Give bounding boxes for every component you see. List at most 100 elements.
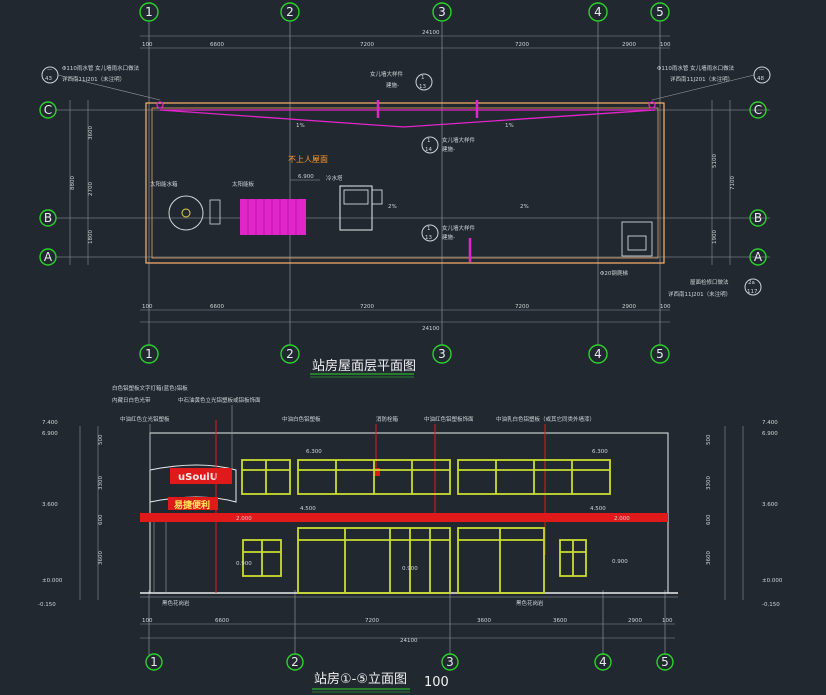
svg-text:117: 117 <box>747 289 758 295</box>
svg-text:5: 5 <box>661 655 669 669</box>
svg-text:3.600: 3.600 <box>42 502 58 508</box>
svg-text:500: 500 <box>98 434 104 445</box>
svg-text:6.300: 6.300 <box>306 449 322 455</box>
svg-text:43: 43 <box>45 76 52 82</box>
svg-text:13: 13 <box>425 235 432 241</box>
svg-text:6600: 6600 <box>215 618 229 624</box>
svg-text:0.900: 0.900 <box>402 566 418 572</box>
svg-text:A: A <box>44 250 53 264</box>
windows-lower <box>242 527 587 594</box>
plan-axis-bottom: 1 2 3 4 5 <box>139 344 670 364</box>
svg-text:6.900: 6.900 <box>762 431 778 437</box>
svg-text:冷水塔: 冷水塔 <box>326 174 343 182</box>
plan-dims-bottom: 100 6600 7200 7200 2900 100 24100 <box>140 304 671 332</box>
svg-text:100: 100 <box>660 304 671 310</box>
svg-text:太阳能水箱: 太阳能水箱 <box>150 180 178 188</box>
svg-text:Φ110雨水管 女儿墙雨水口做法: Φ110雨水管 女儿墙雨水口做法 <box>62 64 140 72</box>
svg-text:100: 100 <box>142 618 153 624</box>
svg-text:太阳能板: 太阳能板 <box>232 180 255 188</box>
svg-text:600: 600 <box>98 514 104 525</box>
svg-text:1%: 1% <box>505 123 514 129</box>
svg-text:-0.150: -0.150 <box>762 602 780 608</box>
elevation-notes: 白色铝塑板文字灯箱(蓝色)铝板 内藏日白色光带 中油红色立光铝塑板 中石油黄色立… <box>112 384 595 607</box>
svg-text:7100: 7100 <box>730 176 736 190</box>
elevation-axis: 1 2 3 4 5 <box>145 653 674 671</box>
svg-text:2.000: 2.000 <box>614 516 630 522</box>
svg-text:4.500: 4.500 <box>590 506 606 512</box>
svg-text:不上人屋面: 不上人屋面 <box>288 155 328 164</box>
svg-text:建施-: 建施- <box>442 233 455 241</box>
svg-text:24100: 24100 <box>422 326 440 332</box>
svg-text:100: 100 <box>424 675 449 690</box>
svg-text:中油红色铝塑板饰面: 中油红色铝塑板饰面 <box>424 415 474 423</box>
svg-text:白色铝塑板文字灯箱(蓝色)铝板: 白色铝塑板文字灯箱(蓝色)铝板 <box>112 384 188 392</box>
svg-text:C: C <box>754 103 762 117</box>
svg-text:4: 4 <box>599 655 607 669</box>
axis-label: 1 <box>145 5 153 19</box>
svg-text:1800: 1800 <box>88 230 94 244</box>
svg-text:24100: 24100 <box>400 638 418 644</box>
svg-text:女儿墙大样件: 女儿墙大样件 <box>442 136 476 144</box>
svg-text:100: 100 <box>142 304 153 310</box>
svg-text:2a: 2a <box>748 280 755 286</box>
svg-text:易捷便利: 易捷便利 <box>174 499 210 511</box>
svg-text:2900: 2900 <box>628 618 642 624</box>
svg-text:7200: 7200 <box>365 618 379 624</box>
svg-text:6.300: 6.300 <box>592 449 608 455</box>
svg-text:7200: 7200 <box>360 304 374 310</box>
svg-text:黑色花岗岩: 黑色花岗岩 <box>516 599 544 607</box>
svg-text:站房屋面层平面图: 站房屋面层平面图 <box>312 358 416 374</box>
svg-text:4.500: 4.500 <box>300 506 316 512</box>
svg-text:3600: 3600 <box>477 618 491 624</box>
svg-text:建施-: 建施- <box>386 81 399 89</box>
svg-text:1: 1 <box>427 138 431 144</box>
svg-text:3300: 3300 <box>706 476 712 490</box>
svg-text:7.400: 7.400 <box>42 420 58 426</box>
plan-dims-sides: 3600 2700 1800 8800 5100 7100 1900 <box>69 100 736 265</box>
svg-text:600: 600 <box>706 514 712 525</box>
svg-text:14: 14 <box>425 147 432 153</box>
svg-text:24100: 24100 <box>422 30 440 36</box>
axis-label: 5 <box>656 347 664 361</box>
svg-text:0.900: 0.900 <box>236 561 252 567</box>
svg-text:Φ110雨水管 女儿墙雨水口做法: Φ110雨水管 女儿墙雨水口做法 <box>657 64 735 72</box>
svg-text:3600: 3600 <box>88 126 94 140</box>
windows-upper <box>241 459 611 495</box>
svg-text:消防栓箱: 消防栓箱 <box>376 415 399 423</box>
plan-callouts: — 43 Φ110雨水管 女儿墙雨水口做法 详西南11J201（未注明） — 4… <box>41 64 771 298</box>
svg-text:B: B <box>754 211 762 225</box>
svg-text:详西南11J201（未注明）: 详西南11J201（未注明） <box>668 290 731 298</box>
svg-text:2900: 2900 <box>622 42 636 48</box>
svg-text:3600: 3600 <box>98 551 104 565</box>
plan-dims-top: 24100 100 6600 7200 7200 2900 100 <box>140 30 671 49</box>
svg-text:Φ20钢爬梯: Φ20钢爬梯 <box>600 269 628 277</box>
svg-text:中石油黄色立光铝塑板或铝板饰面: 中石油黄色立光铝塑板或铝板饰面 <box>178 396 261 404</box>
svg-text:黑色花岗岩: 黑色花岗岩 <box>162 599 190 607</box>
svg-text:6.900: 6.900 <box>42 431 58 437</box>
building-elevation: uSoulU 易捷便利 <box>140 420 678 598</box>
svg-text:500: 500 <box>706 434 712 445</box>
svg-text:详西南11J201（未注明）: 详西南11J201（未注明） <box>62 75 125 83</box>
svg-text:C: C <box>44 103 52 117</box>
svg-text:0.900: 0.900 <box>612 559 628 565</box>
svg-text:7200: 7200 <box>515 42 529 48</box>
svg-text:±0.000: ±0.000 <box>42 578 63 584</box>
elevation-dims: 100 6600 7200 3600 3600 2900 100 24100 <box>140 618 675 644</box>
svg-text:2900: 2900 <box>622 304 636 310</box>
svg-text:B: B <box>44 211 52 225</box>
svg-text:6600: 6600 <box>210 42 224 48</box>
svg-text:3300: 3300 <box>98 476 104 490</box>
svg-text:中油乳白色铝塑板（或其它同类外墙漆）: 中油乳白色铝塑板（或其它同类外墙漆） <box>496 415 595 423</box>
svg-text:100: 100 <box>662 618 673 624</box>
plan-axis-rows: C B A C B A <box>39 101 767 266</box>
svg-text:2: 2 <box>291 655 299 669</box>
axis-label: 3 <box>438 5 446 19</box>
svg-text:6600: 6600 <box>210 304 224 310</box>
plan-title: 站房屋面层平面图 <box>310 358 416 378</box>
axis-label: 4 <box>594 347 602 361</box>
svg-text:1900: 1900 <box>712 230 718 244</box>
svg-text:1: 1 <box>427 226 431 232</box>
svg-text:中油红色立光铝塑板: 中油红色立光铝塑板 <box>120 415 170 423</box>
svg-text:-0.150: -0.150 <box>38 602 56 608</box>
svg-text:1: 1 <box>421 75 425 81</box>
